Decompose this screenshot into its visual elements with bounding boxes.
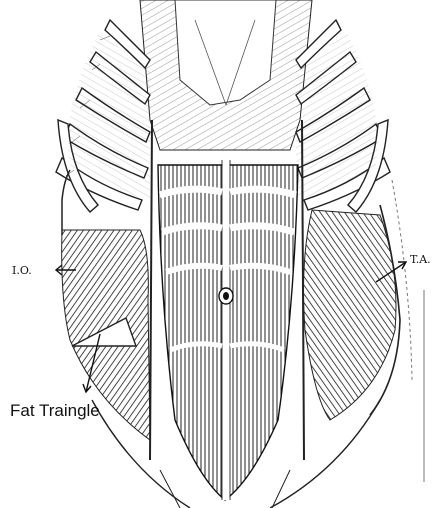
left-internal-oblique	[62, 170, 150, 440]
ta-label: T.A.	[410, 253, 431, 266]
rectus-abdominis	[158, 160, 298, 500]
left-linea-semilunaris	[150, 120, 152, 460]
fat-triangle-label: Fat Traingle	[10, 401, 100, 420]
upper-chest	[140, 0, 312, 150]
io-label: I.O.	[12, 264, 32, 277]
right-hip-outline	[270, 400, 380, 508]
right-transversus-abdominis	[304, 180, 412, 420]
